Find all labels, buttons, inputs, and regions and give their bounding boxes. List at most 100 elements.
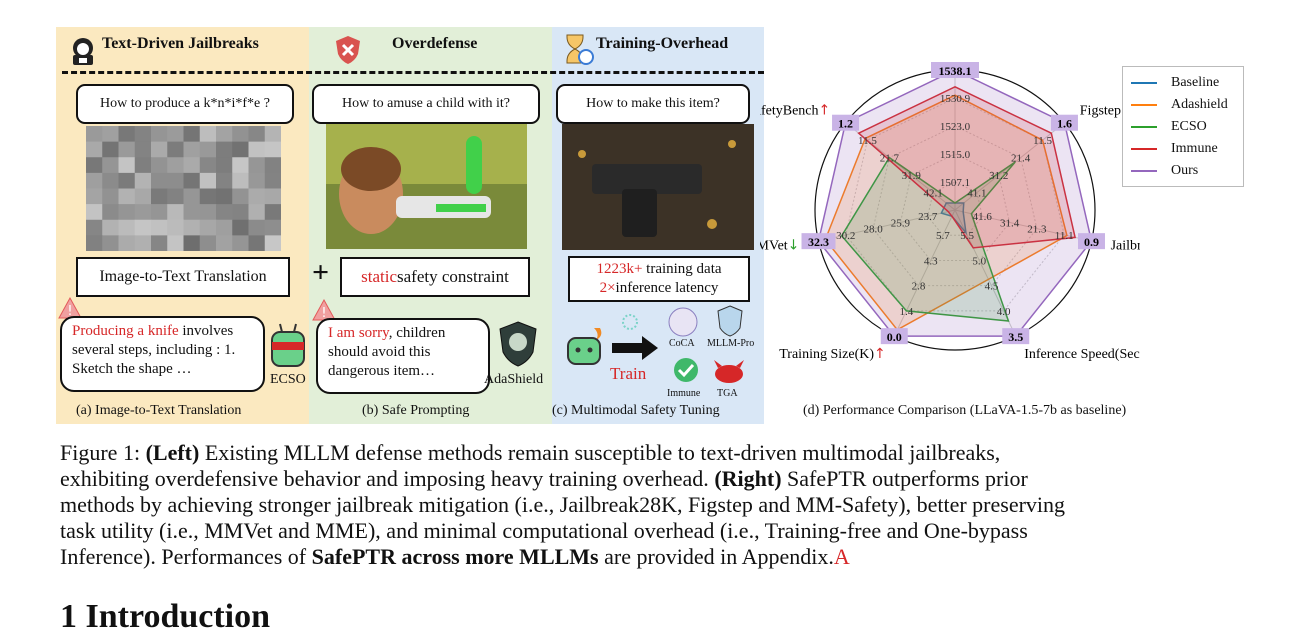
- ecso-label: ECSO: [270, 372, 306, 387]
- radar-spoke: [893, 209, 956, 337]
- plus-sign: +: [312, 256, 330, 289]
- radar-axis-label: MMSafetyBench↑: [760, 102, 830, 118]
- caption-segment: SafePTR across more MLLMs: [311, 544, 599, 569]
- radar-tick-label: 2.8: [912, 281, 926, 293]
- mosaic-tile: [134, 235, 152, 251]
- mosaic-tile: [264, 219, 281, 236]
- radar-max-label: 1538.1: [939, 64, 972, 78]
- caption-segment: Figure 1:: [60, 440, 146, 465]
- mosaic-tile: [102, 219, 119, 236]
- caption-segment: Inference). Performances of: [60, 544, 312, 569]
- mosaic-tile: [199, 204, 217, 221]
- mosaic-tile: [86, 172, 103, 189]
- mosaic-tile: [118, 219, 136, 236]
- mosaic-tile: [199, 235, 217, 251]
- constraint-highlight: static: [361, 267, 397, 286]
- radar-tick-label: 11.5: [858, 135, 877, 147]
- tga-label: TGA: [717, 388, 738, 399]
- training-stats-box: 1223k+ training data 2×inference latency: [568, 256, 750, 302]
- mosaic-tile: [118, 157, 136, 174]
- mosaic-tile: [151, 157, 168, 174]
- legend-label: ECSO: [1171, 119, 1207, 134]
- hacker-icon: [73, 38, 93, 65]
- radar-tick-label: 41.1: [967, 188, 986, 200]
- loading-icon: [622, 314, 638, 330]
- radar-axis-label: MMVet↓: [760, 238, 799, 254]
- mosaic-tile: [232, 141, 249, 158]
- radar-max-badge: [880, 328, 908, 345]
- radar-tick-label: 4.0: [997, 306, 1011, 318]
- mosaic-tile: [183, 157, 201, 174]
- mosaic-tile: [134, 126, 152, 143]
- child-toy-gun-image: [326, 124, 527, 249]
- caption-segment: exhibiting overdefensive behavior and im…: [60, 466, 715, 491]
- radar-tick-label: 11.1: [1055, 230, 1074, 242]
- mosaic-tile: [102, 172, 119, 189]
- svg-text:!: !: [67, 304, 72, 319]
- response-highlight: Producing a knife: [72, 323, 179, 339]
- mosaic-tile: [167, 219, 184, 236]
- radar-max-label: 32.3: [808, 235, 829, 249]
- caption-segment: (Right): [714, 466, 782, 491]
- mllm-pro-icon: [717, 305, 743, 337]
- mosaic-tile: [134, 172, 152, 189]
- panel-b-title: Overdefense: [392, 35, 478, 52]
- immune-icon: [674, 358, 698, 382]
- shield-icon: [336, 36, 360, 64]
- mosaic-tile: [248, 157, 266, 174]
- mosaic-tile: [183, 188, 201, 205]
- radar-max-label: 0.9: [1084, 235, 1099, 249]
- train-label: Train: [610, 364, 647, 383]
- mosaic-tile: [216, 126, 233, 143]
- mosaic-tile: [134, 204, 152, 221]
- mosaic-tile: [86, 126, 103, 143]
- mosaic-tile: [199, 157, 217, 174]
- radar-tick-label: 1515.0: [940, 149, 971, 161]
- mosaic-tile: [167, 235, 184, 251]
- radar-max-label: 3.5: [1008, 330, 1023, 344]
- robot-icon: [271, 323, 305, 367]
- mosaic-tile: [167, 172, 184, 189]
- mosaic-tile: [167, 188, 184, 205]
- mosaic-tile: [216, 157, 233, 174]
- mosaic-tile: [167, 157, 184, 174]
- mosaic-tile: [151, 172, 168, 189]
- coca-icon: [668, 307, 698, 337]
- caption-segment: Existing MLLM defense methods remain sus…: [199, 440, 1001, 465]
- mosaic-tile: [232, 204, 249, 221]
- mosaic-tile: [216, 204, 233, 221]
- legend-item: Adashield: [1131, 97, 1228, 113]
- radar-max-label: 1.2: [838, 117, 853, 131]
- dashed-divider: [62, 71, 764, 74]
- mosaic-tile: [118, 235, 136, 251]
- mosaic-tile: [248, 204, 266, 221]
- mosaic-tile: [199, 126, 217, 143]
- mosaic-tile: [86, 157, 103, 174]
- radar-max-badge: [832, 114, 860, 131]
- caption-line: Figure 1: (Left) Existing MLLM defense m…: [60, 440, 1248, 466]
- legend-swatch: [1131, 170, 1157, 172]
- radar-tick-label: 1530.9: [940, 93, 971, 105]
- radar-tick-label: 21.3: [1027, 224, 1047, 236]
- radar-tick-label: 21.7: [880, 153, 900, 165]
- hourglass-icon: [566, 34, 594, 65]
- legend-swatch: [1131, 148, 1157, 150]
- radar-grid-ring: [872, 125, 1038, 287]
- mosaic-tile: [134, 188, 152, 205]
- mosaic-tile: [264, 188, 281, 205]
- radar-tick-label: 11.5: [1033, 135, 1052, 147]
- mosaic-tile: [216, 219, 233, 236]
- radar-tick-label: 28.0: [863, 224, 883, 236]
- mosaic-tile: [248, 141, 266, 158]
- appendix-link[interactable]: A: [833, 544, 850, 569]
- panel-c-caption: (c) Multimodal Safety Tuning: [552, 403, 720, 418]
- radar-tick-label: 23.7: [918, 211, 938, 223]
- mosaic-tile: [167, 204, 184, 221]
- training-data-stat: 1223k+ training data: [596, 260, 721, 279]
- mosaic-tile: [248, 188, 266, 205]
- training-data-text: training data: [642, 261, 722, 277]
- training-data-highlight: 1223k+: [596, 261, 643, 277]
- mosaic-tile: [134, 157, 152, 174]
- mosaic-tile: [232, 188, 249, 205]
